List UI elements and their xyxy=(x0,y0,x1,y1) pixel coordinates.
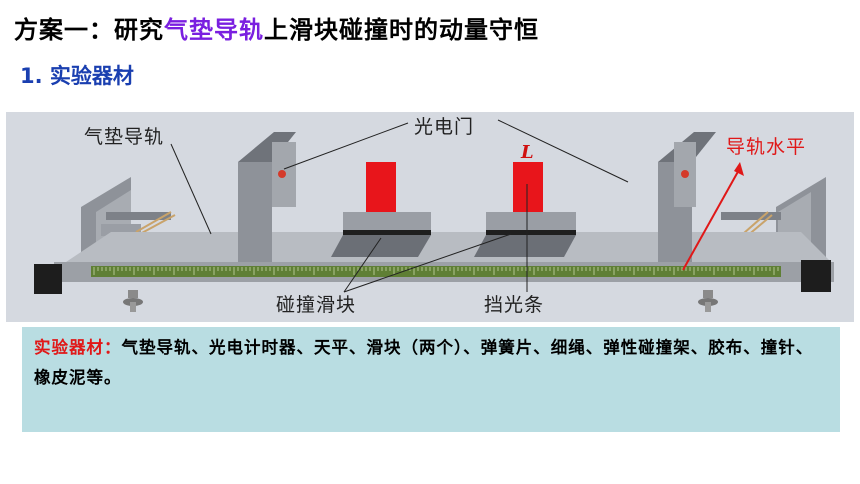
left-leveling-screw xyxy=(123,290,143,312)
right-slider xyxy=(474,162,576,257)
right-leveling-screw xyxy=(698,290,718,312)
label-track-level: 导轨水平 xyxy=(726,136,807,158)
right-foot xyxy=(801,260,831,292)
title-prefix: 方案一：研究 xyxy=(14,16,164,44)
materials-text: 气垫导轨、光电计时器、天平、滑块（两个）、弹簧片、细绳、弹性碰撞架、胶布、撞针、… xyxy=(34,338,814,387)
materials-box: 实验器材：气垫导轨、光电计时器、天平、滑块（两个）、弹簧片、细绳、弹性碰撞架、胶… xyxy=(22,327,840,432)
track-top xyxy=(66,232,831,262)
materials-label: 实验器材： xyxy=(34,338,122,357)
leader-photogate-left xyxy=(283,122,409,170)
right-photogate xyxy=(658,132,716,262)
left-foot xyxy=(34,264,62,294)
track-scale xyxy=(91,266,781,277)
leader-air-track xyxy=(170,143,212,235)
leader-slider-left xyxy=(343,237,382,293)
label-photogate: 光电门 xyxy=(414,116,475,138)
scale-ticks xyxy=(93,267,779,275)
section-heading: 1. 实验器材 xyxy=(20,64,134,88)
left-slider xyxy=(331,162,431,257)
title-highlight: 气垫导轨 xyxy=(164,16,264,44)
left-photogate xyxy=(238,132,296,262)
level-arrow-icon xyxy=(682,162,744,271)
page-title: 方案一：研究气垫导轨上滑块碰撞时的动量守恒 xyxy=(14,10,539,45)
label-air-track: 气垫导轨 xyxy=(84,126,165,148)
apparatus-figure: 气垫导轨 光电门 导轨水平 L 碰撞滑块 挡光条 xyxy=(6,112,854,322)
label-slider: 碰撞滑块 xyxy=(276,294,357,316)
leader-slider-right xyxy=(343,233,512,293)
label-length-symbol: L xyxy=(521,142,534,163)
materials-paragraph: 实验器材：气垫导轨、光电计时器、天平、滑块（两个）、弹簧片、细绳、弹性碰撞架、胶… xyxy=(22,327,840,399)
title-suffix: 上滑块碰撞时的动量守恒 xyxy=(264,16,539,44)
apparatus-illustration xyxy=(34,119,834,312)
leader-photogate-right xyxy=(497,119,629,183)
label-shading-strip: 挡光条 xyxy=(484,294,545,316)
